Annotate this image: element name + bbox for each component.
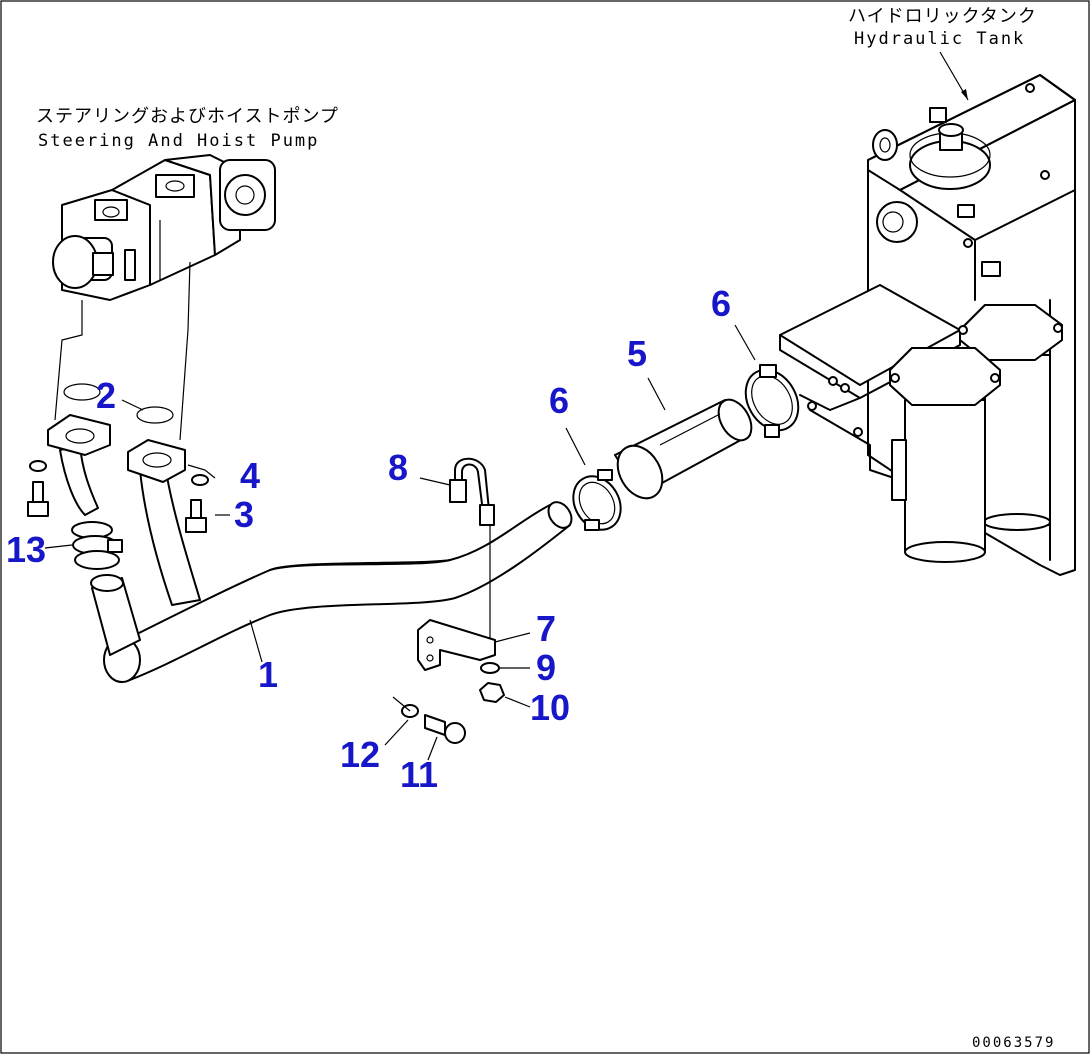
guide-line-a bbox=[54, 300, 83, 421]
leader-10 bbox=[504, 696, 531, 708]
flange-right-port bbox=[142, 452, 172, 468]
leader-8 bbox=[419, 477, 451, 486]
pump-label-jp: ステアリングおよびホイストポンプ bbox=[36, 106, 339, 127]
leader-5 bbox=[647, 377, 666, 411]
callout-12: 12 bbox=[340, 734, 380, 775]
washer-9 bbox=[480, 662, 500, 674]
drawing-code: 00063579 bbox=[972, 1035, 1055, 1051]
flange-left-port bbox=[65, 428, 95, 444]
guide-line-b bbox=[179, 261, 191, 441]
callout-4: 4 bbox=[240, 455, 260, 496]
hose-clamp-6-left bbox=[572, 469, 622, 531]
flange-left bbox=[47, 414, 111, 456]
callout-11: 11 bbox=[400, 754, 438, 795]
leader-6a bbox=[565, 427, 586, 466]
guide-line-12 bbox=[392, 696, 411, 712]
tank-label-jp: ハイドロリックタンク bbox=[848, 6, 1037, 27]
leader-13 bbox=[44, 544, 73, 549]
bolt-3-left bbox=[27, 481, 49, 517]
tank-label-en: Hydraulic Tank bbox=[854, 29, 1025, 49]
leader-7 bbox=[494, 632, 531, 643]
leader-12 bbox=[384, 719, 409, 746]
o-ring-2a bbox=[63, 383, 101, 401]
callout-8: 8 bbox=[388, 447, 408, 488]
callout-6-left: 6 bbox=[549, 380, 569, 421]
leader-4 bbox=[187, 464, 216, 479]
flange-right bbox=[127, 439, 186, 483]
callout-3: 3 bbox=[234, 494, 254, 535]
u-bolt-8 bbox=[449, 457, 495, 526]
hose-clamp-6-right bbox=[744, 364, 800, 438]
hose-5 bbox=[614, 398, 753, 500]
callout-10: 10 bbox=[530, 687, 570, 728]
pump-label-en: Steering And Hoist Pump bbox=[38, 131, 319, 151]
callout-6-right: 6 bbox=[711, 283, 731, 324]
tank-leader-arrow bbox=[961, 89, 968, 100]
hydraulic-tank bbox=[779, 74, 1076, 576]
bolt-3-right bbox=[185, 499, 207, 533]
washer-4-left bbox=[29, 460, 47, 472]
leader-6b bbox=[734, 324, 756, 361]
washer-4-right bbox=[191, 474, 209, 486]
callout-7: 7 bbox=[536, 608, 556, 649]
leader-1 bbox=[249, 619, 263, 663]
callout-2: 2 bbox=[96, 375, 116, 416]
steering-hoist-pump bbox=[52, 154, 276, 301]
leader-2 bbox=[121, 399, 144, 411]
bracket-7 bbox=[417, 619, 496, 671]
callout-5: 5 bbox=[627, 333, 647, 374]
leader-11 bbox=[427, 736, 438, 761]
callout-13: 13 bbox=[6, 529, 46, 570]
bolt-11 bbox=[424, 714, 466, 744]
callout-1: 1 bbox=[258, 654, 278, 695]
nut-10 bbox=[479, 682, 505, 703]
o-ring-2b bbox=[136, 406, 174, 424]
hose-clamp-13 bbox=[71, 521, 123, 570]
callout-9: 9 bbox=[536, 647, 556, 688]
suction-tube-1 bbox=[59, 444, 573, 683]
